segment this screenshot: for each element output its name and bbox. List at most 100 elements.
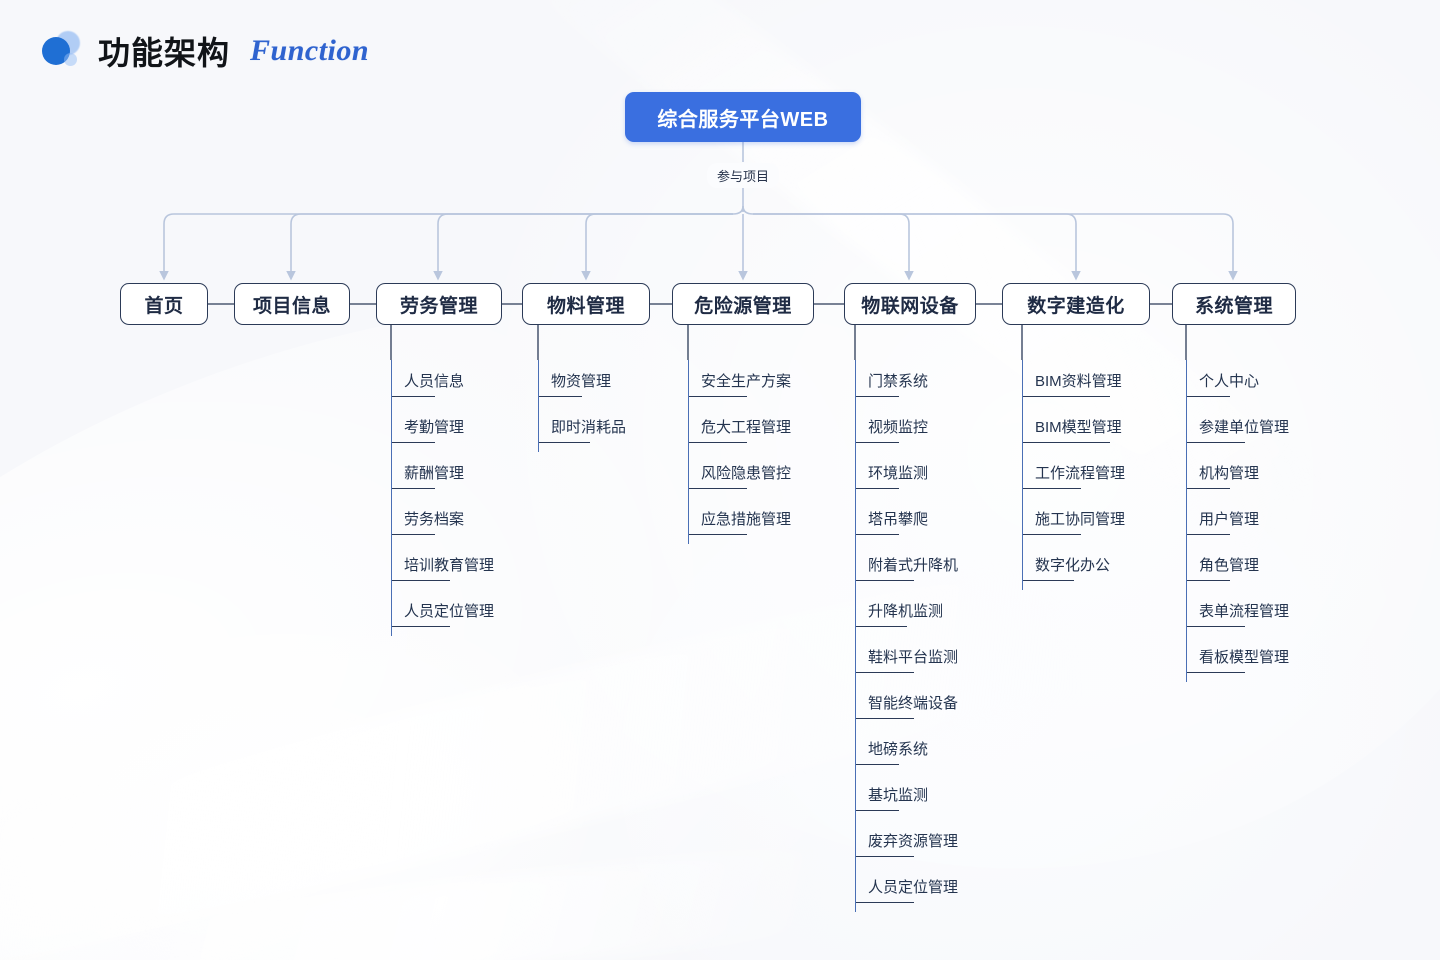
child-item-label: 风险隐患管控 <box>701 464 792 482</box>
child-item[interactable]: 即时消耗品 <box>538 406 626 452</box>
child-item-label: 表单流程管理 <box>1199 602 1290 620</box>
child-item-label: 基坑监测 <box>868 786 929 804</box>
child-item-underline <box>1023 579 1074 581</box>
child-item-underline <box>1187 395 1231 397</box>
node-material-mgmt[interactable]: 物料管理 <box>522 283 650 325</box>
child-item-underline <box>689 533 747 535</box>
child-item[interactable]: 鞋料平台监测 <box>855 636 958 682</box>
child-item-underline <box>1023 395 1110 397</box>
child-item[interactable]: 参建单位管理 <box>1186 406 1289 452</box>
child-item[interactable]: 视频监控 <box>855 406 958 452</box>
child-item-underline <box>689 395 747 397</box>
child-item-label: 鞋料平台监测 <box>868 648 959 666</box>
child-item[interactable]: BIM模型管理 <box>1022 406 1125 452</box>
child-item-underline <box>856 855 914 857</box>
child-item[interactable]: 物资管理 <box>538 360 626 406</box>
child-item-underline <box>1023 533 1081 535</box>
child-item-label: 数字化办公 <box>1035 556 1111 574</box>
child-item[interactable]: 附着式升降机 <box>855 544 958 590</box>
child-item-underline <box>1187 533 1231 535</box>
child-list-labor-mgmt: 人员信息考勤管理薪酬管理劳务档案培训教育管理人员定位管理 <box>391 360 494 636</box>
child-item-label: BIM模型管理 <box>1035 418 1122 436</box>
child-item[interactable]: 劳务档案 <box>391 498 494 544</box>
child-item-label: 参建单位管理 <box>1199 418 1290 436</box>
child-item-label: 塔吊攀爬 <box>868 510 929 528</box>
child-item-underline <box>392 533 436 535</box>
child-item[interactable]: 人员定位管理 <box>391 590 494 636</box>
child-item[interactable]: 人员信息 <box>391 360 494 406</box>
child-item-label: 废弃资源管理 <box>868 832 959 850</box>
child-item[interactable]: 风险隐患管控 <box>688 452 791 498</box>
child-item-underline <box>392 487 436 489</box>
child-item[interactable]: 个人中心 <box>1186 360 1289 406</box>
child-item[interactable]: 工作流程管理 <box>1022 452 1125 498</box>
child-list-digital-construction: BIM资料管理 BIM模型管理工作流程管理施工协同管理数字化办公 <box>1022 360 1125 590</box>
child-item-label: 安全生产方案 <box>701 372 792 390</box>
child-item[interactable]: BIM资料管理 <box>1022 360 1125 406</box>
child-list-hazard-mgmt: 安全生产方案危大工程管理风险隐患管控应急措施管理 <box>688 360 791 544</box>
child-item[interactable]: 基坑监测 <box>855 774 958 820</box>
child-item-underline <box>392 395 436 397</box>
node-system-mgmt[interactable]: 系统管理 <box>1172 283 1296 325</box>
child-item-underline <box>856 625 907 627</box>
child-item[interactable]: 应急措施管理 <box>688 498 791 544</box>
child-item[interactable]: 角色管理 <box>1186 544 1289 590</box>
child-item-underline <box>1023 441 1110 443</box>
child-item[interactable]: 塔吊攀爬 <box>855 498 958 544</box>
child-item[interactable]: 看板模型管理 <box>1186 636 1289 682</box>
edge-label-participate: 参与项目 <box>707 163 780 188</box>
child-item[interactable]: 薪酬管理 <box>391 452 494 498</box>
child-item[interactable]: 升降机监测 <box>855 590 958 636</box>
child-item-label: 个人中心 <box>1199 372 1260 390</box>
child-item-underline <box>539 441 590 443</box>
child-item[interactable]: 安全生产方案 <box>688 360 791 406</box>
child-item-underline <box>392 579 450 581</box>
child-item-underline <box>856 809 900 811</box>
page-header: 功能架构 Function <box>40 28 369 74</box>
child-item[interactable]: 地磅系统 <box>855 728 958 774</box>
child-item-label: 地磅系统 <box>868 740 929 758</box>
child-item[interactable]: 考勤管理 <box>391 406 494 452</box>
child-item[interactable]: 废弃资源管理 <box>855 820 958 866</box>
child-item-underline <box>1187 625 1245 627</box>
child-item[interactable]: 机构管理 <box>1186 452 1289 498</box>
child-item-label: 环境监测 <box>868 464 929 482</box>
node-project-info[interactable]: 项目信息 <box>234 283 350 325</box>
child-item-label: 角色管理 <box>1199 556 1260 574</box>
node-labor-mgmt[interactable]: 劳务管理 <box>376 283 502 325</box>
child-item-underline <box>539 395 583 397</box>
child-item-label: 附着式升降机 <box>868 556 959 574</box>
child-item-label: 考勤管理 <box>404 418 465 436</box>
child-item-label: 危大工程管理 <box>701 418 792 436</box>
child-item[interactable]: 智能终端设备 <box>855 682 958 728</box>
child-item[interactable]: 危大工程管理 <box>688 406 791 452</box>
node-iot-devices[interactable]: 物联网设备 <box>844 283 976 325</box>
child-item[interactable]: 门禁系统 <box>855 360 958 406</box>
child-item-label: 薪酬管理 <box>404 464 465 482</box>
child-item[interactable]: 表单流程管理 <box>1186 590 1289 636</box>
child-item-underline <box>1187 579 1231 581</box>
child-item-underline <box>856 395 900 397</box>
node-digital-construction[interactable]: 数字建造化 <box>1002 283 1150 325</box>
child-item[interactable]: 培训教育管理 <box>391 544 494 590</box>
node-home[interactable]: 首页 <box>120 283 208 325</box>
child-item-underline <box>1187 441 1245 443</box>
brand-circles-icon <box>40 29 84 73</box>
child-item[interactable]: 施工协同管理 <box>1022 498 1125 544</box>
node-root[interactable]: 综合服务平台WEB <box>625 92 861 142</box>
child-item[interactable]: 环境监测 <box>855 452 958 498</box>
child-item-label: 即时消耗品 <box>551 418 627 436</box>
child-item-label: 看板模型管理 <box>1199 648 1290 666</box>
child-item-label: 升降机监测 <box>868 602 944 620</box>
child-list-iot-devices: 门禁系统视频监控环境监测塔吊攀爬附着式升降机升降机监测鞋料平台监测智能终端设备地… <box>855 360 958 912</box>
child-item[interactable]: 数字化办公 <box>1022 544 1125 590</box>
child-item-underline <box>856 717 914 719</box>
child-item[interactable]: 人员定位管理 <box>855 866 958 912</box>
node-hazard-mgmt[interactable]: 危险源管理 <box>672 283 814 325</box>
child-item-underline <box>856 487 900 489</box>
child-item-label: 物资管理 <box>551 372 612 390</box>
child-item-underline <box>856 533 900 535</box>
child-item-label: 劳务档案 <box>404 510 465 528</box>
child-item[interactable]: 用户管理 <box>1186 498 1289 544</box>
